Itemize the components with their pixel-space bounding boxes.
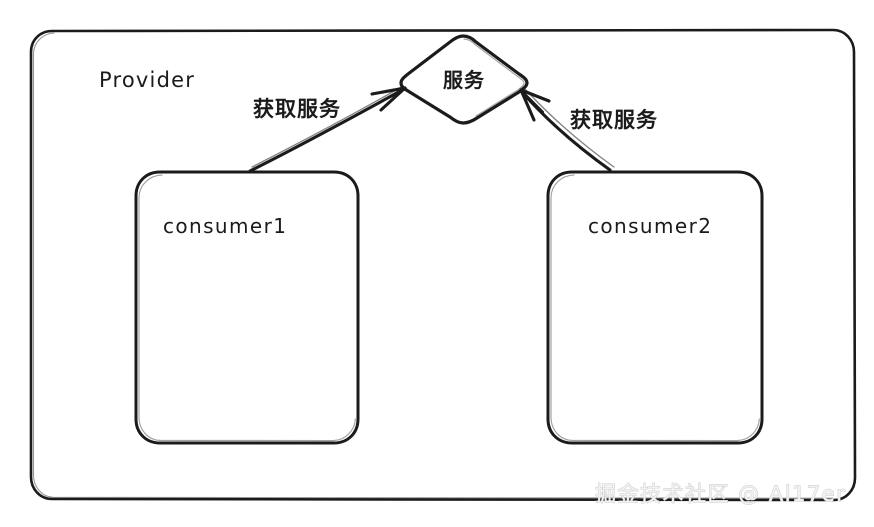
service-node[interactable]: 服务 — [399, 34, 529, 125]
arrow-right-shaft-sketch — [524, 88, 615, 168]
arrow-left-head-upper — [370, 86, 407, 96]
consumer2-border-sketch-inner — [550, 174, 760, 442]
provider-border-sketch-inner — [32, 32, 834, 499]
arrow-left-shaft-sketch — [251, 85, 404, 168]
arrow-right-head-lower — [519, 88, 536, 122]
arrow-right-head-mid — [519, 88, 545, 114]
consumer2-border — [546, 170, 764, 445]
consumer1-node[interactable]: consumer1 — [134, 170, 360, 445]
consumer1-border — [134, 170, 360, 445]
edge-right-label: 获取服务 — [570, 108, 658, 132]
arrow-left-head-mid — [375, 86, 407, 106]
arrow-right-head-upper — [519, 88, 551, 103]
consumer1-label: consumer1 — [163, 214, 287, 238]
consumer1-border-sketch-inner — [138, 174, 356, 442]
service-diamond-sketch-inner — [463, 38, 525, 117]
edge-consumer1-service: 获取服务 — [248, 85, 407, 173]
service-diamond-shape — [399, 34, 529, 125]
consumer2-node[interactable]: consumer2 — [546, 170, 764, 445]
consumer2-label: consumer2 — [588, 214, 712, 238]
arrow-left-head-lower — [379, 86, 407, 112]
arrow-right-shaft — [520, 90, 612, 172]
watermark-label: 掘金技术社区 @ Al17er — [595, 482, 846, 506]
edge-consumer2-service: 获取服务 — [519, 88, 658, 172]
service-node-label: 服务 — [443, 68, 485, 92]
provider-label: Provider — [99, 68, 195, 92]
edge-left-label: 获取服务 — [253, 97, 341, 121]
